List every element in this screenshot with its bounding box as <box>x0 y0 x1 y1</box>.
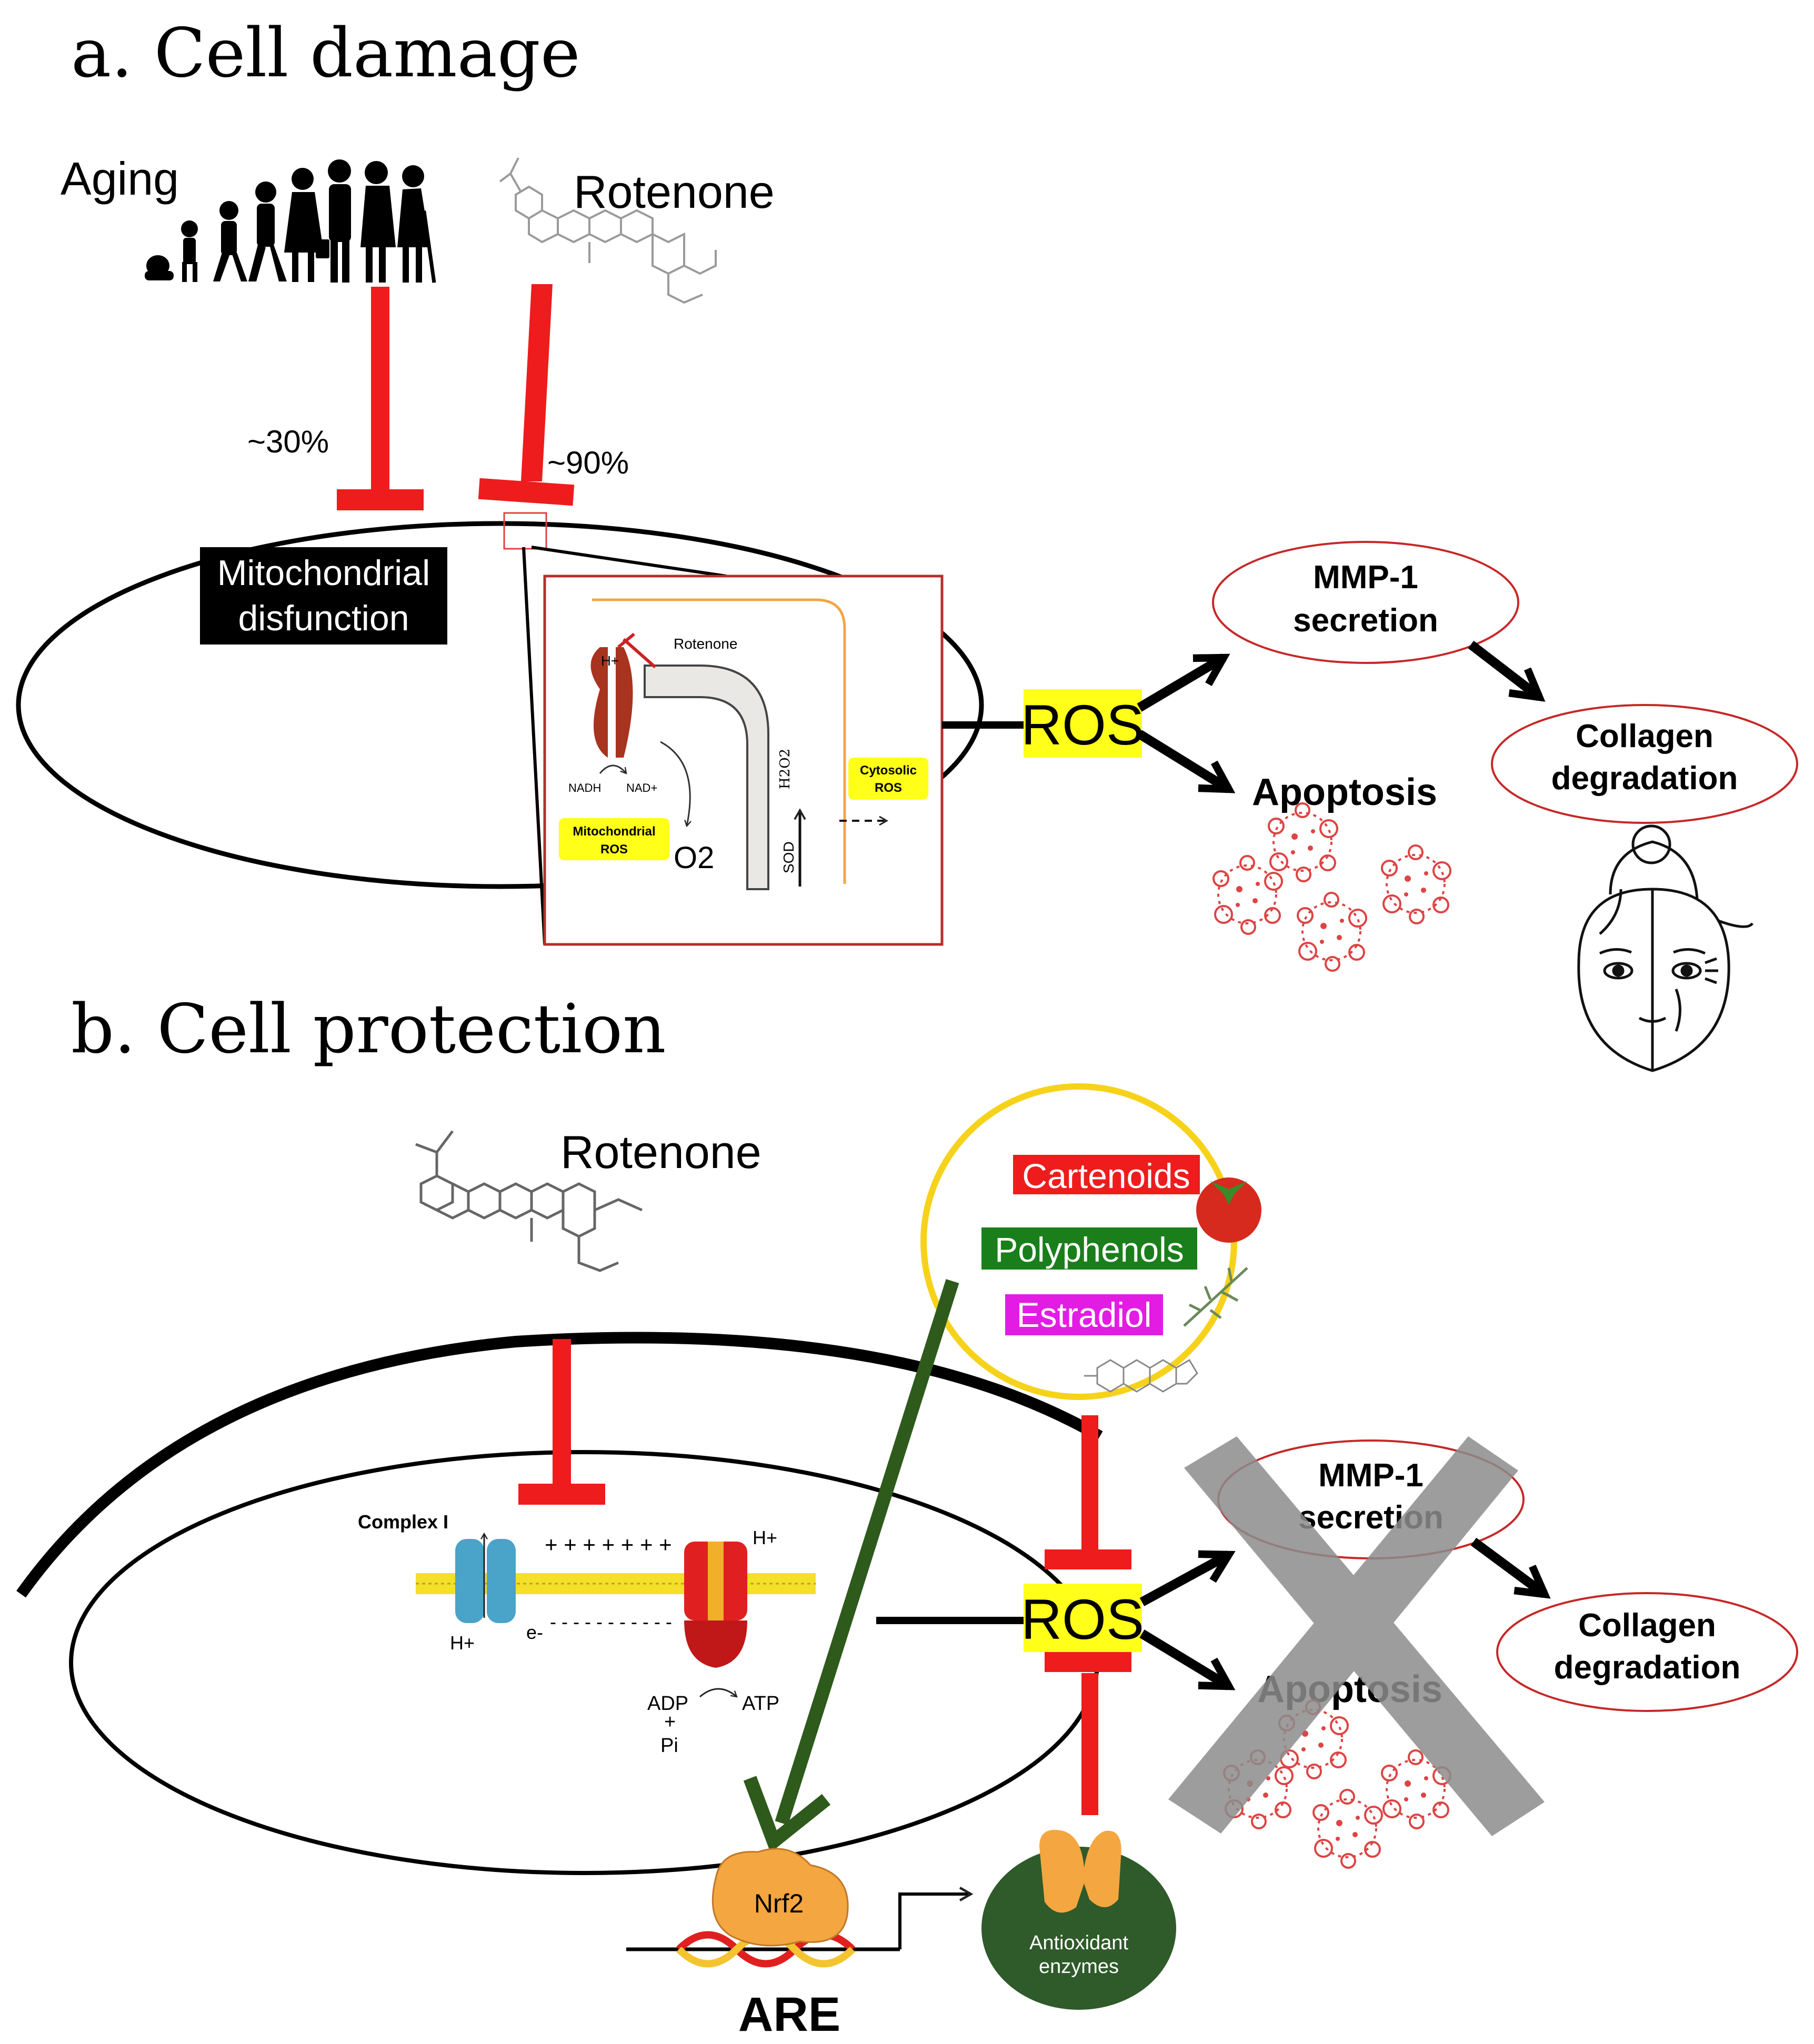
rotenone-percent: ~90% <box>547 445 629 480</box>
antioxidant-to-nrf2-arrowhead <box>743 1776 831 1853</box>
cartenoids-bg <box>1013 1155 1200 1194</box>
mmp-to-collagen-arrow-a <box>1468 640 1546 702</box>
antioxidant-enzymes-line1: Antioxidant <box>1029 1932 1128 1954</box>
antioxidant-inhibition-bar <box>1045 1415 1131 1569</box>
zoom-line-top <box>531 546 727 578</box>
mito-dysfunction-box <box>200 547 447 645</box>
adp-label: ADP <box>647 1693 688 1715</box>
rotenone-label-a: Rotenone <box>574 166 775 218</box>
inset-rotenone-label: Rotenone <box>674 636 737 652</box>
plus-label: + <box>664 1711 676 1733</box>
tomato-icon <box>1196 1177 1261 1243</box>
hplus-top-label: H+ <box>753 1527 777 1548</box>
estradiol-bg <box>1005 1294 1163 1335</box>
mito-dysfunction-line2: disfunction <box>238 598 409 638</box>
mmp1-line1-a: MMP-1 <box>1313 559 1418 596</box>
cell-membrane-a <box>16 521 984 889</box>
collagen-line2-a: degradation <box>1551 760 1738 797</box>
mmp1-line2-a: secretion <box>1293 602 1438 639</box>
collagen-line1-a: Collagen <box>1576 718 1713 754</box>
estradiol-label: Estradiol <box>1017 1295 1152 1334</box>
aging-face-icon <box>1577 824 1754 1072</box>
collagen-oval-b <box>1496 1592 1798 1712</box>
aging-inhibition-bar <box>337 287 424 510</box>
rotenone-inhibition-bar <box>478 284 575 506</box>
electron-minus-row: - - - - - - - - - - - <box>550 1611 672 1633</box>
apoptotic-cells-icon-a <box>1212 802 1451 972</box>
aging-silhouettes-icon <box>145 159 436 283</box>
ros-to-apoptosis-arrow-a <box>1137 730 1236 793</box>
apoptosis-label-a: Apoptosis <box>1252 771 1437 813</box>
zoom-source-box <box>503 512 547 550</box>
inset-cyto-ros-line2: ROS <box>875 781 902 795</box>
inset-nadh-label: NADH <box>568 781 601 794</box>
antioxidant-enzymes-line2: enzymes <box>1039 1956 1119 1978</box>
rosemary-icon <box>1183 1267 1248 1327</box>
ros-label-b: ROS <box>1021 1587 1144 1651</box>
inset-cyto-ros-line1: Cytosolic <box>860 763 917 778</box>
ros-highlight-a <box>1024 689 1142 758</box>
panel-b-title: b. Cell protection <box>71 990 666 1069</box>
collagen-oval-a <box>1491 704 1798 824</box>
adp-atp-arrow <box>699 1688 738 1698</box>
rotenone-molecule-icon <box>499 157 717 304</box>
antioxidant-list: Cartenoids Polyphenols Estradiol <box>981 1155 1200 1335</box>
enzyme-protein-icon <box>1039 1830 1121 1913</box>
mito-dysfunction-line1: Mitochondrial <box>217 553 430 593</box>
inset-sod-label: SOD <box>780 841 797 873</box>
rotenone-molecule-icon-b <box>415 1130 643 1272</box>
mmp-to-collagen-arrow-b <box>1470 1537 1551 1599</box>
nrf2-protein-icon <box>711 1848 849 1947</box>
inner-membrane-b <box>69 1450 1099 1875</box>
inset-nad-label: NAD+ <box>626 781 657 794</box>
complex-i-icon <box>455 1532 516 1623</box>
mito-inset-panel <box>543 575 944 946</box>
are-label: ARE <box>738 1988 840 2041</box>
inset-mito-ros-line2: ROS <box>600 842 628 857</box>
polyphenols-label: Polyphenols <box>995 1230 1184 1269</box>
rotenone-inhibition-bar-b <box>518 1339 605 1505</box>
inset-h2o2-label: H2O2 <box>777 749 793 789</box>
nrf2-label: Nrf2 <box>754 1889 804 1918</box>
pi-label: Pi <box>660 1735 678 1757</box>
panel-a-title: a. Cell damage <box>71 14 580 93</box>
ros-label-a: ROS <box>1021 693 1144 757</box>
mmp1-oval-a <box>1212 541 1519 664</box>
complex-i-label: Complex I <box>358 1511 448 1533</box>
polyphenols-bg <box>981 1227 1197 1270</box>
aging-label: Aging <box>61 153 179 205</box>
inset-mito-ros-line1: Mitochondrial <box>573 824 655 839</box>
aging-percent: ~30% <box>247 424 329 459</box>
inset-hplus-label: H+ <box>601 653 619 669</box>
cartenoids-label: Cartenoids <box>1022 1156 1190 1195</box>
zoom-line-bottom <box>522 547 546 945</box>
rotenone-label-b: Rotenone <box>560 1126 761 1178</box>
ros-to-apoptosis-arrow-b <box>1139 1629 1236 1690</box>
proton-plus-row: + + + + + + + <box>545 1532 672 1557</box>
atp-label: ATP <box>742 1693 779 1715</box>
enzyme-inhibition-bar <box>1045 1652 1131 1815</box>
hplus-bottom-label: H+ <box>450 1632 475 1654</box>
collagen-line1-b: Collagen <box>1578 1607 1716 1644</box>
collagen-line2-b: degradation <box>1554 1649 1741 1686</box>
blocked-cross-icon <box>1168 1436 1545 1836</box>
electron-label: e- <box>526 1622 543 1643</box>
ros-to-mmp-arrow-a <box>1137 653 1230 712</box>
mmp1-line1-b: MMP-1 <box>1318 1457 1424 1494</box>
ros-highlight-b <box>1024 1584 1142 1652</box>
ros-to-mmp-arrow-b <box>1139 1550 1236 1606</box>
atp-synthase-icon <box>684 1542 747 1668</box>
antioxidant-to-nrf2-arrow <box>775 1279 959 1825</box>
estradiol-structure-icon <box>1084 1358 1198 1393</box>
antioxidant-enzymes-blob <box>981 1847 1176 2010</box>
outer-membrane-b <box>16 1332 1103 1598</box>
inset-o2-label: O2 <box>674 841 714 875</box>
